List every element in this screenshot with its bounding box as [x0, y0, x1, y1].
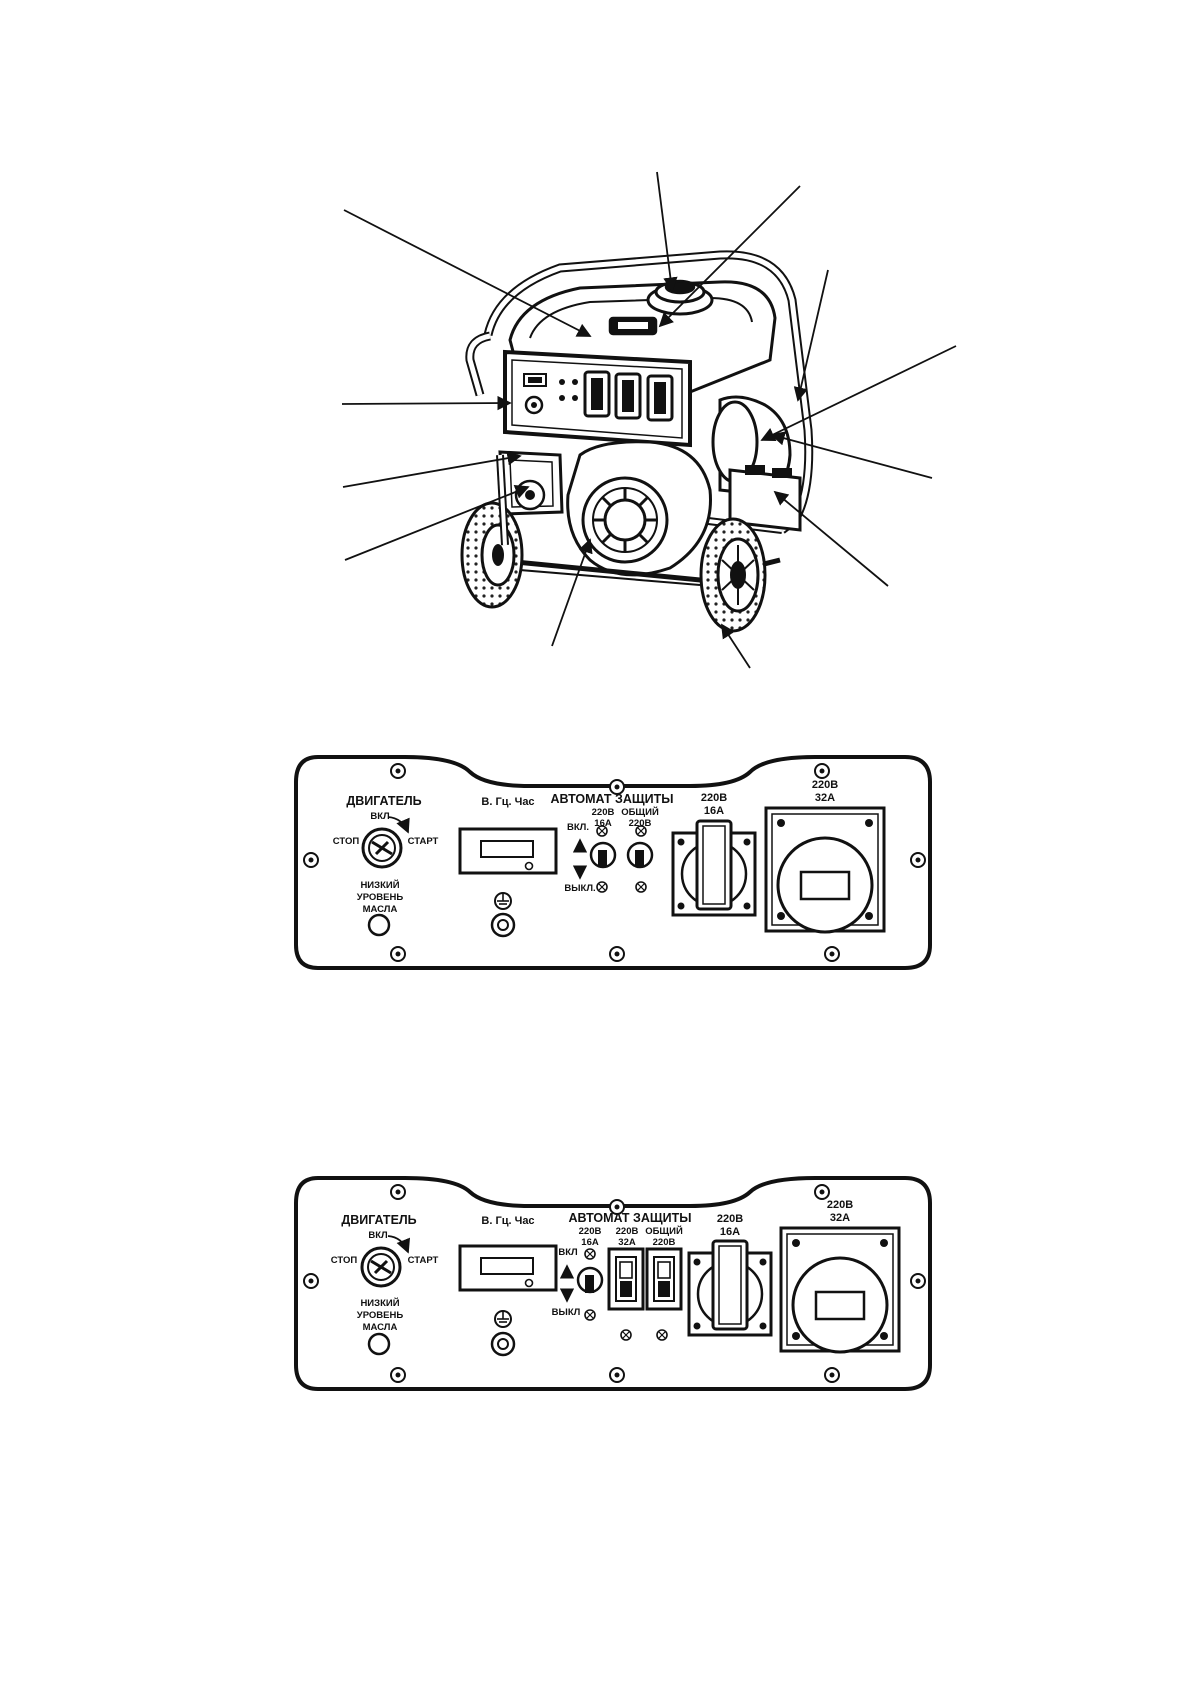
- p2-digital-meter: [458, 1244, 558, 1292]
- p2-ground-terminal-icon: [494, 1310, 512, 1328]
- p2-breaker-220v-32a[interactable]: [607, 1247, 645, 1311]
- p1-b1-label-2: 16А: [594, 818, 612, 829]
- p2-socket32-label-2: 32А: [830, 1212, 850, 1224]
- p1-meter-title: В. Гц. Час: [481, 796, 534, 808]
- p2-oil-label-3: МАСЛА: [363, 1322, 398, 1333]
- p1-b1-label-1: 220В: [592, 807, 615, 818]
- p1-oil-label-1: НИЗКИЙ: [360, 879, 399, 891]
- p2-socket16-label-2: 16А: [720, 1226, 740, 1238]
- p1-ground-terminal-icon: [494, 892, 512, 910]
- p2-engine-title: ДВИГАТЕЛЬ: [341, 1213, 416, 1227]
- p1-socket32-label-2: 32А: [815, 792, 835, 804]
- p2-socket-220v-32a[interactable]: [779, 1226, 901, 1354]
- p2-engine-on-label: ВКЛ: [368, 1230, 388, 1241]
- p1-engine-stop-label: СТОП: [333, 836, 360, 847]
- p1-ground-terminal[interactable]: [490, 912, 516, 938]
- p1-engine-on-label: ВКЛ: [370, 811, 390, 822]
- p2-oil-label-2: УРОВЕНЬ: [357, 1310, 404, 1321]
- p2-switch-on-label: ВКЛ: [558, 1247, 578, 1258]
- p1-oil-label-2: УРОВЕНЬ: [357, 892, 404, 903]
- p2-b2-label-2: 32А: [618, 1237, 636, 1248]
- p2-oil-label-1: НИЗКИЙ: [360, 1297, 399, 1309]
- callout-lines: [341, 171, 957, 669]
- p2-socket32-label-1: 220В: [827, 1199, 853, 1211]
- p1-socket32-label-1: 220В: [812, 779, 838, 791]
- p2-key-arrow-icon: [387, 1235, 410, 1254]
- p2-breaker-title: АВТОМАТ ЗАЩИТЫ: [568, 1211, 691, 1225]
- p1-oil-label-3: МАСЛА: [363, 904, 398, 915]
- p2-b3-label-1: ОБЩИЙ: [645, 1225, 683, 1237]
- p1-socket16-label-1: 220В: [701, 792, 727, 804]
- p1-ignition-key-switch[interactable]: [361, 827, 403, 869]
- p1-engine-title: ДВИГАТЕЛЬ: [346, 794, 421, 808]
- p2-breaker-main-220v[interactable]: [645, 1247, 683, 1311]
- p2-breaker-220v-16a[interactable]: [576, 1266, 604, 1294]
- left-wheel: [460, 501, 524, 609]
- p1-socket-220v-16a[interactable]: [671, 819, 757, 917]
- p2-switch-off-label: ВЫКЛ: [552, 1307, 581, 1318]
- p2-socket16-label-1: 220В: [717, 1213, 743, 1225]
- p1-socket16-label-2: 16А: [704, 805, 724, 817]
- p2-socket-220v-16a[interactable]: [687, 1239, 773, 1337]
- p1-switch-on-label: ВКЛ.: [567, 822, 589, 833]
- right-wheel: [699, 517, 767, 633]
- p1-breaker-main-220v[interactable]: [626, 841, 654, 869]
- p1-b2-label-1: ОБЩИЙ: [621, 806, 659, 818]
- generator-illustration: [460, 250, 814, 633]
- p1-oil-warning-lamp: [367, 913, 391, 937]
- p2-ignition-key-switch[interactable]: [360, 1246, 402, 1288]
- p1-digital-meter: [458, 827, 558, 875]
- p1-breaker-title: АВТОМАТ ЗАЩИТЫ: [550, 792, 673, 806]
- p1-b2-label-2: 220В: [629, 818, 652, 829]
- p2-ground-terminal[interactable]: [490, 1331, 516, 1357]
- p2-meter-title: В. Гц. Час: [481, 1215, 534, 1227]
- control-panel-2: ДВИГАТЕЛЬ ВКЛ СТОП СТАРТ НИЗКИЙ УРОВЕНЬ …: [294, 1176, 932, 1391]
- p1-switch-off-label: ВЫКЛ.: [564, 883, 595, 894]
- control-panel-1: ДВИГАТЕЛЬ ВКЛ СТОП СТАРТ НИЗКИЙ УРОВЕНЬ …: [294, 755, 932, 970]
- p2-b1-label-2: 16А: [581, 1237, 599, 1248]
- p2-engine-stop-label: СТОП: [331, 1255, 358, 1266]
- p2-engine-start-label: СТАРТ: [408, 1255, 439, 1266]
- p1-key-arrow-icon: [387, 816, 410, 834]
- p2-b1-label-1: 220В: [579, 1226, 602, 1237]
- p1-engine-start-label: СТАРТ: [408, 836, 439, 847]
- p1-breaker-220v-16a[interactable]: [589, 841, 617, 869]
- p2-b3-label-2: 220В: [653, 1237, 676, 1248]
- p2-b2-label-1: 220В: [616, 1226, 639, 1237]
- p2-oil-warning-lamp: [367, 1332, 391, 1356]
- p1-socket-220v-32a[interactable]: [764, 806, 886, 934]
